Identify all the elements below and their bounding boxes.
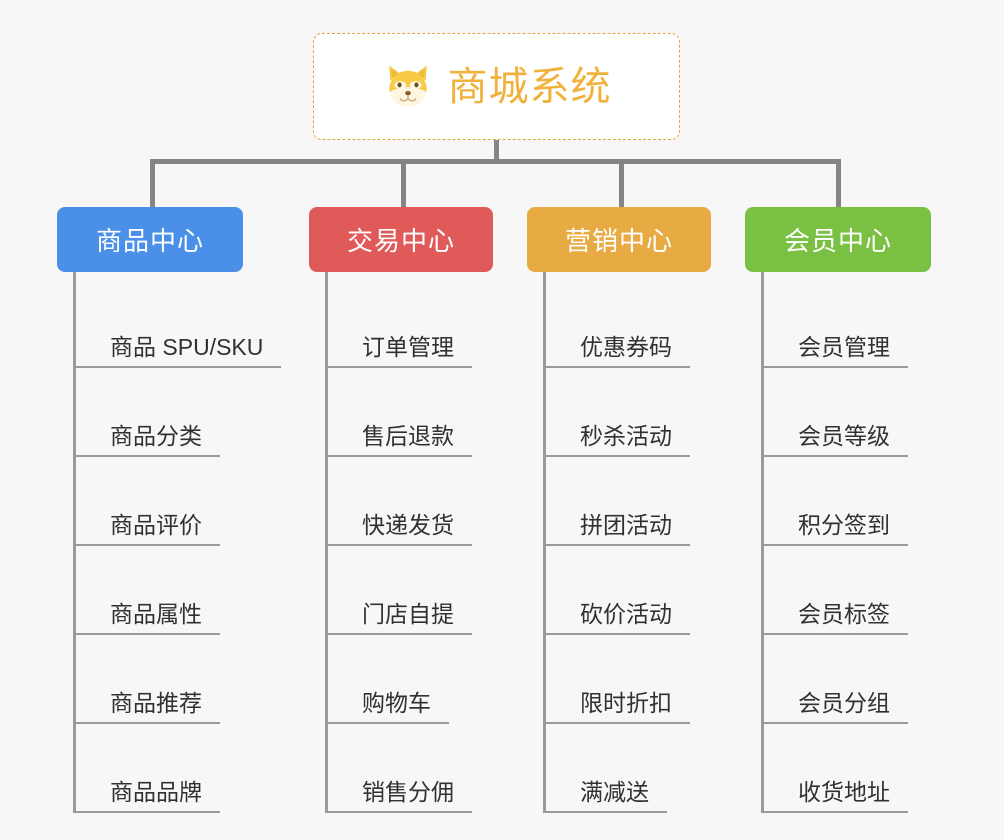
list-item[interactable]: 会员分组 [764, 635, 931, 724]
connector-drop-branch-2 [401, 159, 406, 207]
connector-drop-branch-3 [619, 159, 624, 207]
leaf-label: 销售分佣 [328, 778, 472, 813]
leaf-label: 商品品牌 [76, 778, 220, 813]
list-item[interactable]: 秒杀活动 [546, 368, 711, 457]
leaf-label: 积分签到 [764, 511, 908, 546]
list-item[interactable]: 会员标签 [764, 546, 931, 635]
list-item[interactable]: 门店自提 [328, 546, 493, 635]
leaf-list-trade-center: 订单管理 售后退款 快递发货 门店自提 购物车 销售分佣 [325, 272, 493, 813]
category-box-product-center[interactable]: 商品中心 [57, 207, 243, 272]
leaf-label: 商品属性 [76, 600, 220, 635]
leaf-label: 订单管理 [328, 333, 472, 368]
leaf-label: 拼团活动 [546, 511, 690, 546]
list-item[interactable]: 商品品牌 [76, 724, 281, 813]
leaf-label: 商品 SPU/SKU [76, 333, 282, 368]
branch-column-trade-center: 交易中心 订单管理 售后退款 快递发货 门店自提 购物车 销售分佣 [309, 207, 493, 813]
leaf-label: 限时折扣 [546, 689, 690, 724]
list-item[interactable]: 订单管理 [328, 279, 493, 368]
list-item[interactable]: 收货地址 [764, 724, 931, 813]
list-item[interactable]: 满减送 [546, 724, 711, 813]
leaf-label: 会员管理 [764, 333, 908, 368]
list-item[interactable]: 快递发货 [328, 457, 493, 546]
connector-root-stem [494, 140, 499, 161]
leaf-label: 会员等级 [764, 422, 908, 457]
leaf-label: 门店自提 [328, 600, 472, 635]
list-item[interactable]: 积分签到 [764, 457, 931, 546]
connector-drop-branch-4 [836, 159, 841, 207]
connector-drop-branch-1 [150, 159, 155, 207]
leaf-list-marketing-center: 优惠券码 秒杀活动 拼团活动 砍价活动 限时折扣 满减送 [543, 272, 711, 813]
list-item[interactable]: 优惠券码 [546, 279, 711, 368]
category-box-marketing-center[interactable]: 营销中心 [527, 207, 711, 272]
list-item[interactable]: 会员管理 [764, 279, 931, 368]
branch-column-marketing-center: 营销中心 优惠券码 秒杀活动 拼团活动 砍价活动 限时折扣 满减送 [527, 207, 711, 813]
list-item[interactable]: 销售分佣 [328, 724, 493, 813]
list-item[interactable]: 限时折扣 [546, 635, 711, 724]
list-item[interactable]: 售后退款 [328, 368, 493, 457]
category-label: 商品中心 [95, 226, 204, 256]
branch-column-product-center: 商品中心 商品 SPU/SKU 商品分类 商品评价 商品属性 商品推荐 商品品牌 [57, 207, 282, 813]
list-item[interactable]: 商品分类 [76, 368, 281, 457]
leaf-label: 秒杀活动 [546, 422, 690, 457]
leaf-label: 满减送 [546, 778, 667, 813]
shiba-dog-face-icon [388, 65, 427, 106]
list-item[interactable]: 购物车 [328, 635, 493, 724]
leaf-label: 商品推荐 [76, 689, 220, 724]
leaf-list-member-center: 会员管理 会员等级 积分签到 会员标签 会员分组 收货地址 [761, 272, 931, 813]
category-label: 营销中心 [564, 226, 673, 256]
category-box-trade-center[interactable]: 交易中心 [309, 207, 493, 272]
root-node-title: 商城系统 [447, 64, 612, 109]
leaf-label: 商品分类 [76, 422, 220, 457]
leaf-label: 会员分组 [764, 689, 908, 724]
leaf-label: 购物车 [328, 689, 449, 724]
category-label: 会员中心 [783, 226, 892, 256]
list-item[interactable]: 商品评价 [76, 457, 281, 546]
leaf-label: 商品评价 [76, 511, 220, 546]
list-item[interactable]: 商品推荐 [76, 635, 281, 724]
leaf-list-product-center: 商品 SPU/SKU 商品分类 商品评价 商品属性 商品推荐 商品品牌 [73, 272, 282, 813]
leaf-label: 售后退款 [328, 422, 472, 457]
leaf-label: 优惠券码 [546, 333, 690, 368]
root-node-mall-system[interactable]: 商城系统 [313, 33, 680, 140]
list-item[interactable]: 商品属性 [76, 546, 281, 635]
category-label: 交易中心 [346, 226, 455, 256]
list-item[interactable]: 拼团活动 [546, 457, 711, 546]
leaf-label: 砍价活动 [546, 600, 690, 635]
list-item[interactable]: 会员等级 [764, 368, 931, 457]
connector-horizontal-bus [150, 159, 840, 164]
leaf-label: 收货地址 [764, 778, 908, 813]
category-box-member-center[interactable]: 会员中心 [745, 207, 931, 272]
list-item[interactable]: 商品 SPU/SKU [76, 279, 282, 368]
leaf-label: 会员标签 [764, 600, 908, 635]
leaf-label: 快递发货 [328, 511, 472, 546]
branch-column-member-center: 会员中心 会员管理 会员等级 积分签到 会员标签 会员分组 收货地址 [745, 207, 931, 813]
list-item[interactable]: 砍价活动 [546, 546, 711, 635]
